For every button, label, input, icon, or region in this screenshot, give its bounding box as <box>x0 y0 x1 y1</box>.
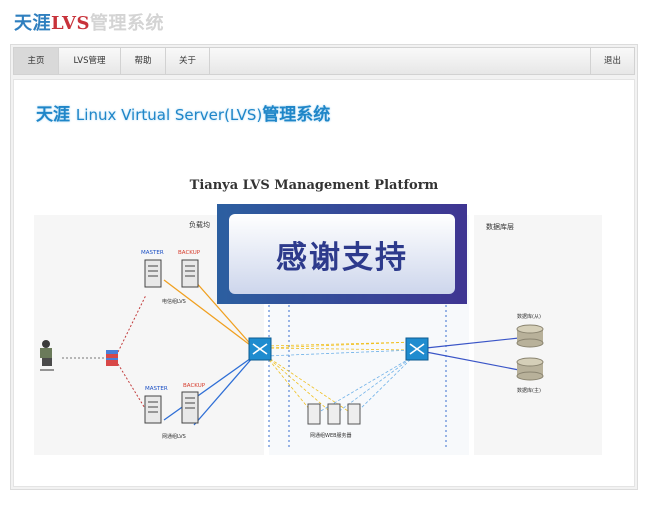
link-fw-telecom <box>117 294 147 353</box>
server-icon-backup-bottom <box>181 391 199 424</box>
nav-lvs-management[interactable]: LVS管理 <box>59 48 121 74</box>
nav-bar: 主页 LVS管理 帮助 关于 退出 <box>13 47 635 75</box>
link-db-master <box>425 351 520 371</box>
logo-text-system: 管理系统 <box>90 13 164 34</box>
content-panel: 天涯 Linux Virtual Server(LVS)管理系统 Tianya … <box>13 79 635 487</box>
server-icon-master-bottom <box>144 395 162 424</box>
link-db-slave <box>425 337 520 349</box>
db-master-label: 数据库(主) <box>517 387 541 394</box>
backup-top-label: BACKUP <box>178 250 201 256</box>
backup-bottom-label: BACKUP <box>183 383 206 389</box>
client-user-icon <box>40 340 54 371</box>
banner-en-title: Linux Virtual Server(LVS) <box>75 106 263 124</box>
switch-icon-right <box>405 337 429 361</box>
banner-cn-system: 管理系统 <box>262 105 331 125</box>
link-lvs-switch <box>163 279 255 349</box>
server-icon-backup-top <box>181 259 199 288</box>
web-server-icon <box>307 403 361 425</box>
layer-lb-label: 负载均 <box>189 220 210 229</box>
nav-help[interactable]: 帮助 <box>121 48 166 74</box>
db-master-icon <box>516 357 544 381</box>
netcom-group-label: 网通组LVS <box>162 433 186 440</box>
banner-title: 天涯 Linux Virtual Server(LVS)管理系统 <box>36 100 330 125</box>
master-bottom-label: MASTER <box>145 386 168 392</box>
telecom-group-label: 电信组LVS <box>162 298 186 305</box>
link-fw-netcom <box>117 363 147 411</box>
link-lvs-switch <box>193 279 255 349</box>
link-lvs-switch <box>163 355 255 421</box>
thanks-text: 感谢支持 <box>229 214 455 294</box>
db-slave-label: 数据库(从) <box>517 313 541 320</box>
main-frame: 主页 LVS管理 帮助 关于 退出 天涯 Linux Virtual Serve… <box>10 44 638 490</box>
link-lvs-switch <box>193 355 255 426</box>
logo-text-lvs: LVS <box>51 13 90 34</box>
logout-button[interactable]: 退出 <box>590 48 634 74</box>
db-slave-icon <box>516 324 544 348</box>
site-logo: 天涯LVS管理系统 <box>14 9 164 35</box>
banner-cn-tianya: 天涯 <box>36 105 70 125</box>
layer-db-label: 数据库层 <box>486 222 514 231</box>
nav-about[interactable]: 关于 <box>166 48 210 74</box>
logo-text-tianya: 天涯 <box>14 13 51 34</box>
thanks-overlay: 感谢支持 <box>217 204 467 304</box>
switch-icon-left <box>248 337 272 361</box>
nav-home[interactable]: 主页 <box>14 48 59 74</box>
platform-title: Tianya LVS Management Platform <box>189 178 439 193</box>
master-top-label: MASTER <box>141 250 164 256</box>
web-group-label: 网通组WEB服务器 <box>310 432 352 439</box>
firewall-icon <box>106 350 118 366</box>
server-icon-master-top <box>144 259 162 288</box>
